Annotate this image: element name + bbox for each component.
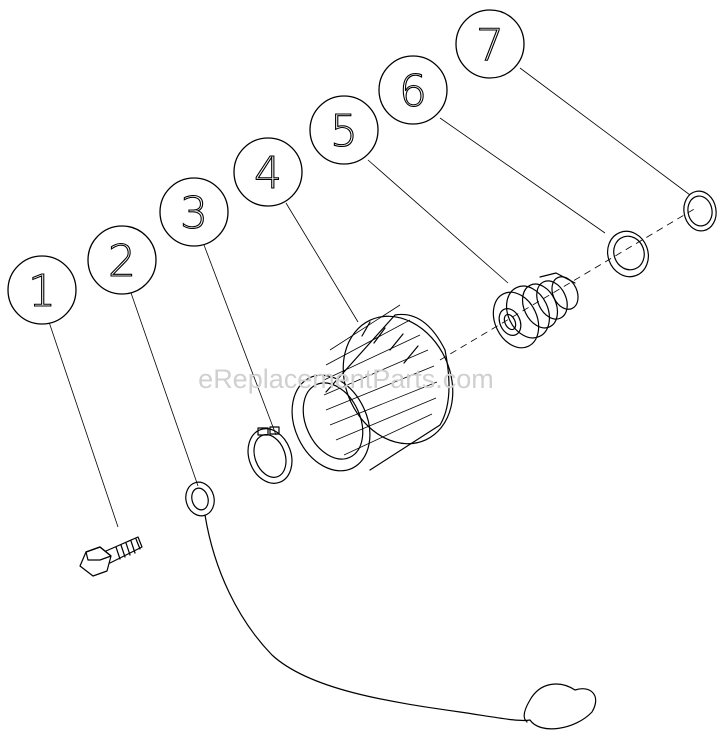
callout-1: 1 — [7, 255, 77, 325]
filter-pleats — [323, 304, 438, 456]
callout-7-number: 7 — [476, 20, 504, 71]
washer-with-cord — [185, 481, 597, 730]
bolt — [79, 536, 143, 577]
callout-3: 3 — [159, 177, 229, 247]
callout-3-number: 3 — [180, 188, 208, 239]
callout-4: 4 — [233, 137, 303, 207]
o-ring — [683, 190, 717, 232]
callout-5: 5 — [309, 95, 379, 165]
callout-2: 2 — [87, 225, 157, 295]
fitting — [492, 272, 579, 349]
callout-2-number: 2 — [108, 236, 136, 287]
watermark-text: eReplacementParts.com — [198, 364, 494, 394]
seal-ring — [607, 230, 649, 278]
callout-6-number: 6 — [399, 66, 427, 117]
callout-5-number: 5 — [330, 106, 358, 157]
callout-1-number: 1 — [28, 266, 56, 317]
leader-lines — [45, 67, 697, 528]
callout-7: 7 — [455, 9, 525, 79]
snap-ring — [247, 426, 293, 484]
callout-4-number: 4 — [254, 148, 282, 199]
filter-element — [291, 304, 454, 472]
callout-6: 6 — [378, 55, 448, 125]
